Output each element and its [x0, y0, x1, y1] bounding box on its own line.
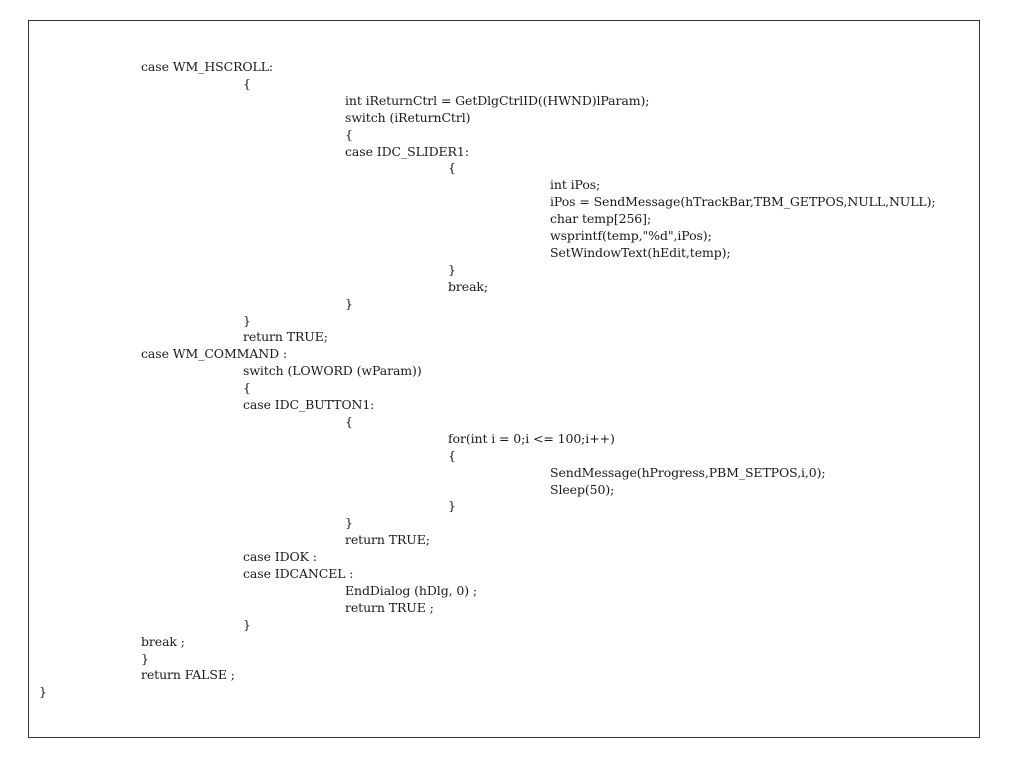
code-line: Sleep(50); [550, 481, 615, 497]
code-line: EndDialog (hDlg, 0) ; [345, 582, 477, 598]
code-line: int iReturnCtrl = GetDlgCtrlID((HWND)lPa… [345, 92, 650, 108]
code-line: iPos = SendMessage(hTrackBar,TBM_GETPOS,… [550, 194, 936, 210]
code-line: SetWindowText(hEdit,temp); [550, 244, 731, 260]
code-line: SendMessage(hProgress,PBM_SETPOS,i,0); [550, 464, 826, 480]
code-line: } [345, 515, 353, 531]
code-line: return FALSE ; [141, 667, 235, 683]
code-line: } [243, 312, 251, 328]
code-line: case WM_HSCROLL: [141, 59, 274, 74]
code-line: { [448, 447, 456, 463]
code-line: return TRUE; [243, 329, 328, 345]
code-line: } [448, 498, 456, 514]
code-line: case IDOK : [243, 549, 317, 565]
code-line: case WM_COMMAND : [141, 346, 288, 362]
code-line: } [141, 650, 149, 666]
code-line: switch (LOWORD (wParam)) [243, 363, 422, 379]
code-line: case IDCANCEL : [243, 566, 354, 581]
code-line: { [345, 413, 353, 429]
code-line: break; [448, 278, 489, 294]
code-line: } [243, 616, 251, 632]
code-line: { [243, 75, 251, 91]
code-line: for(int i = 0;i <= 100;i++) [448, 430, 615, 446]
code-line: break ; [141, 633, 185, 649]
code-line: { [243, 380, 251, 396]
code-line: case IDC_BUTTON1: [243, 397, 375, 412]
code-line: char temp[256]; [550, 211, 652, 227]
code-line: return TRUE ; [345, 599, 434, 615]
code-line: } [345, 295, 353, 311]
code-line: } [39, 684, 47, 700]
code-line: case IDC_SLIDER1: [345, 143, 469, 159]
code-line: int iPos; [550, 177, 601, 193]
code-line: switch (iReturnCtrl) [345, 109, 471, 125]
code-line: } [448, 261, 456, 277]
code-line: return TRUE; [345, 532, 430, 548]
code-line: wsprintf(temp,"%d",iPos); [550, 228, 712, 243]
code-listing-panel: case WM_HSCROLL:{int iReturnCtrl = GetDl… [28, 20, 980, 738]
code-line: { [345, 126, 353, 142]
code-line: { [448, 160, 456, 176]
